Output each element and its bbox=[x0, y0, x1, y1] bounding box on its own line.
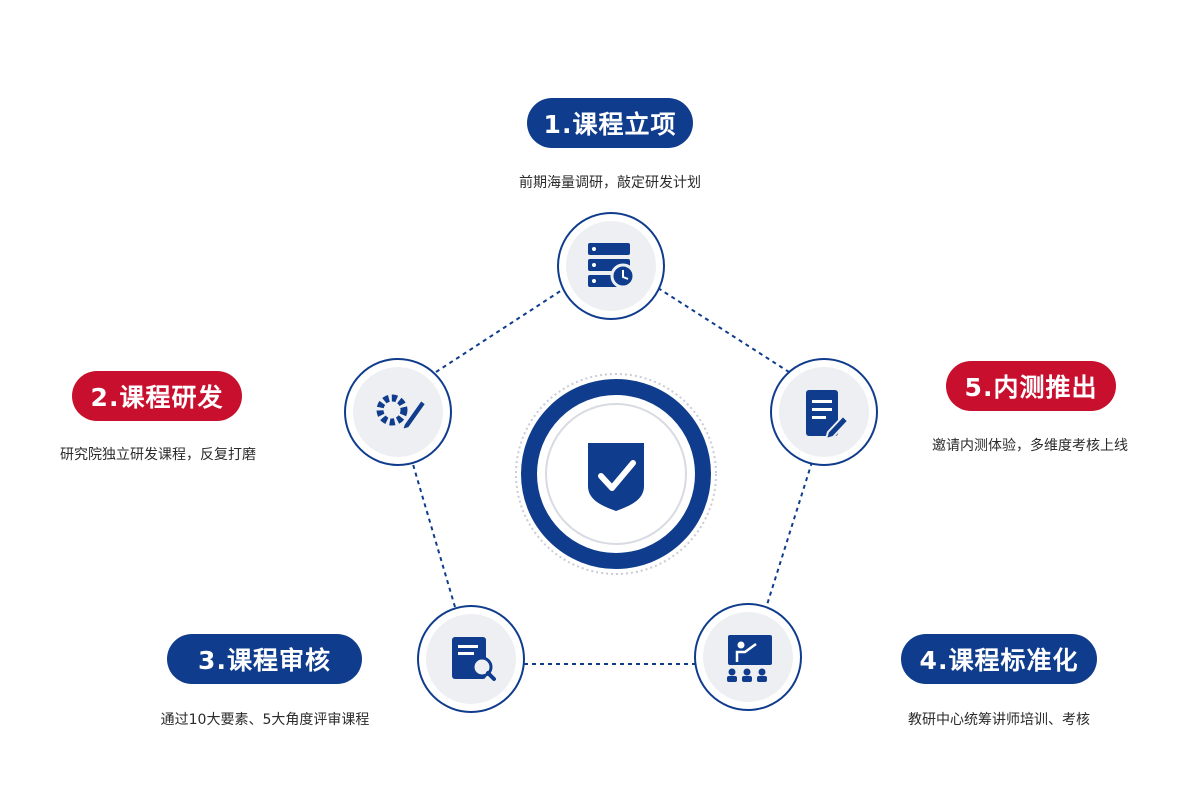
step-5-label: 5.内测推出 bbox=[946, 361, 1116, 411]
node-step-5 bbox=[770, 358, 878, 466]
document-edit-icon bbox=[806, 390, 850, 441]
step-1-description: 前期海量调研，敲定研发计划 bbox=[519, 175, 701, 191]
connectors bbox=[411, 287, 813, 665]
step-3-label: 3.课程审核 bbox=[167, 634, 362, 684]
connector-2-1 bbox=[435, 289, 563, 373]
step-5-description: 邀请内测体验，多维度考核上线 bbox=[932, 438, 1128, 454]
teacher-presentation-icon bbox=[727, 635, 772, 682]
document-search-icon bbox=[452, 637, 496, 681]
shield-check-icon bbox=[588, 443, 644, 511]
gear-pencil-icon bbox=[376, 394, 428, 432]
step-2-label: 2.课程研发 bbox=[72, 371, 242, 421]
connector-1-5 bbox=[657, 287, 790, 373]
connector-3-2 bbox=[411, 460, 456, 608]
step-4-label: 4.课程标准化 bbox=[901, 634, 1097, 684]
connector-5-4 bbox=[765, 461, 813, 609]
step-3-description: 通过10大要素、5大角度评审课程 bbox=[160, 712, 370, 728]
node-step-3 bbox=[417, 605, 525, 713]
node-step-2 bbox=[344, 358, 452, 466]
step-4-description: 教研中心统筹讲师培训、考核 bbox=[908, 712, 1090, 728]
center-emblem bbox=[515, 373, 717, 575]
server-clock-icon bbox=[588, 243, 636, 289]
step-1-label: 1.课程立项 bbox=[527, 98, 693, 148]
node-step-4 bbox=[694, 603, 802, 711]
node-step-1 bbox=[557, 212, 665, 320]
step-2-description: 研究院独立研发课程，反复打磨 bbox=[60, 447, 256, 463]
